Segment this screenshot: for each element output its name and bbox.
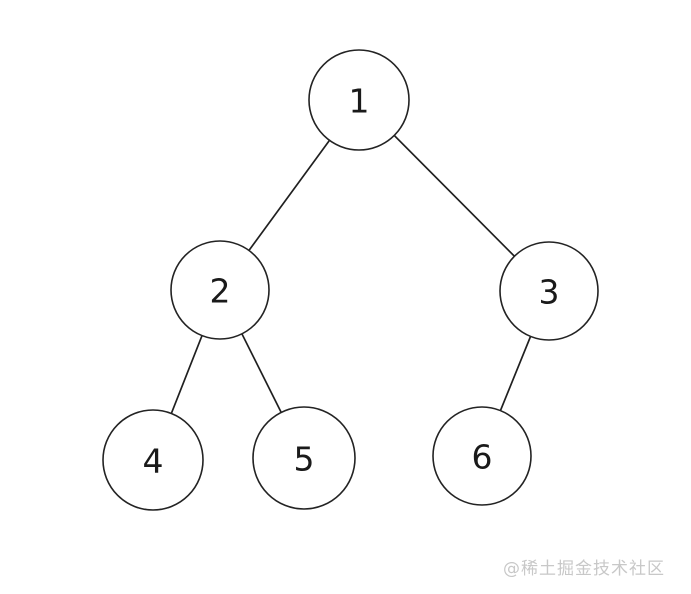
node-label-6: 6 [472,438,493,477]
tree-node-3: 3 [499,241,599,341]
tree-node-6: 6 [432,406,532,506]
tree-node-2: 2 [170,240,270,340]
node-label-1: 1 [349,82,370,121]
tree-node-1: 1 [308,49,410,151]
node-circle-4 [102,409,204,511]
node-circle-3 [499,241,599,341]
node-circle-1 [308,49,410,151]
node-label-4: 4 [143,442,164,481]
node-circle-2 [170,240,270,340]
watermark-text: @稀土掘金技术社区 [503,559,665,579]
node-label-5: 5 [294,440,315,479]
node-circle-5 [252,406,356,510]
tree-nodes: 1 2 3 4 5 6 [102,49,599,511]
tree-node-5: 5 [252,406,356,510]
node-label-2: 2 [210,272,231,311]
tree-node-4: 4 [102,409,204,511]
node-label-3: 3 [539,273,560,312]
node-circle-6 [432,406,532,506]
